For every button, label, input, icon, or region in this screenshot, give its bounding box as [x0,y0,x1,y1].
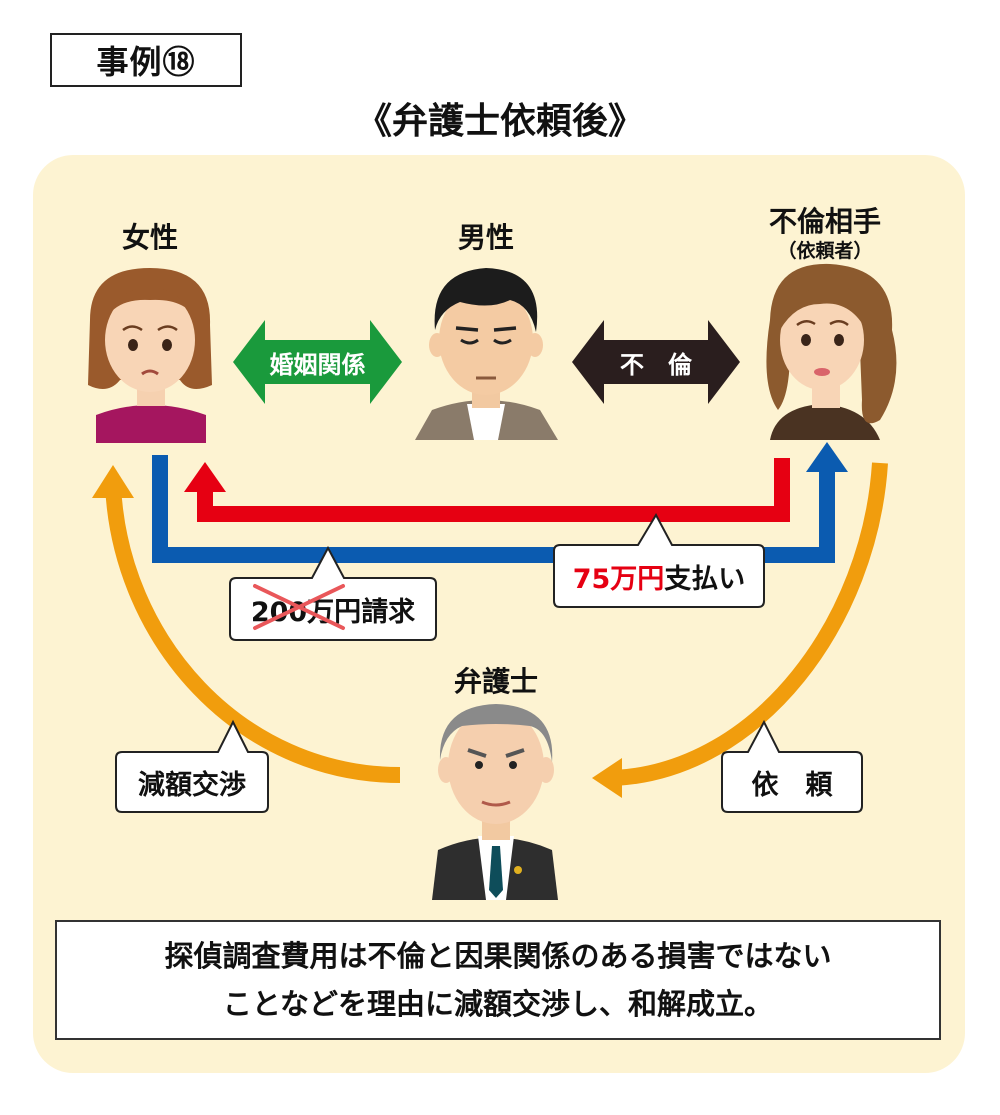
claim-suffix: 請求 [361,596,416,628]
payment-amount: 75万円 [572,563,665,595]
negotiation-text: 減額交渉 [138,769,246,801]
affair-arrow [572,320,740,404]
negotiation-arrow-line [105,484,401,783]
partner-label: 不倫相手 [768,205,881,238]
request-arrow-head [592,758,622,798]
payment-arrow-line [197,458,790,522]
claim-text: 200万円 請求 [232,580,434,638]
strike-mark [252,583,345,630]
case-label-text: 事例⑱ [96,43,196,81]
case-label: 事例⑱ [50,33,242,87]
payment-text: 75万円 支払い [556,547,762,605]
conclusion-line-2: ことなどを理由に減額交渉し、和解成立。 [222,987,774,1021]
marriage-label: 婚姻関係 [269,350,366,379]
payment-suffix: 支払い [664,563,746,595]
woman-label: 女性 [121,221,178,254]
affair-label: 不 倫 [620,350,692,379]
partner-illustration [766,263,897,440]
marriage-arrow [233,320,402,404]
man-illustration [415,268,558,440]
partner-note: （依頼者） [777,240,873,262]
negotiation-arrow-head [92,465,134,498]
lawyer-label: 弁護士 [453,665,538,698]
payment-arrow-head [184,462,226,492]
request-arrow-line [614,462,888,786]
man-label: 男性 [457,221,514,254]
page-title: 《弁護士依頼後》 [355,101,644,142]
woman-illustration [88,268,212,443]
claim-arrow-line [152,455,835,563]
negotiation-bubble [115,719,269,813]
request-text: 依 頼 [751,769,833,801]
conclusion-line-1: 探偵調査費用は不倫と因果関係のある損害ではない [164,939,832,973]
claim-bubble [229,545,437,641]
request-bubble [721,719,863,813]
claim-amount-struck: 200万円 [251,583,361,630]
lawyer-illustration [432,704,558,900]
conclusion-box: 探偵調査費用は不倫と因果関係のある損害ではない ことなどを理由に減額交渉し、和解… [55,920,941,1040]
claim-arrow-head [806,442,848,472]
payment-bubble [553,512,765,608]
